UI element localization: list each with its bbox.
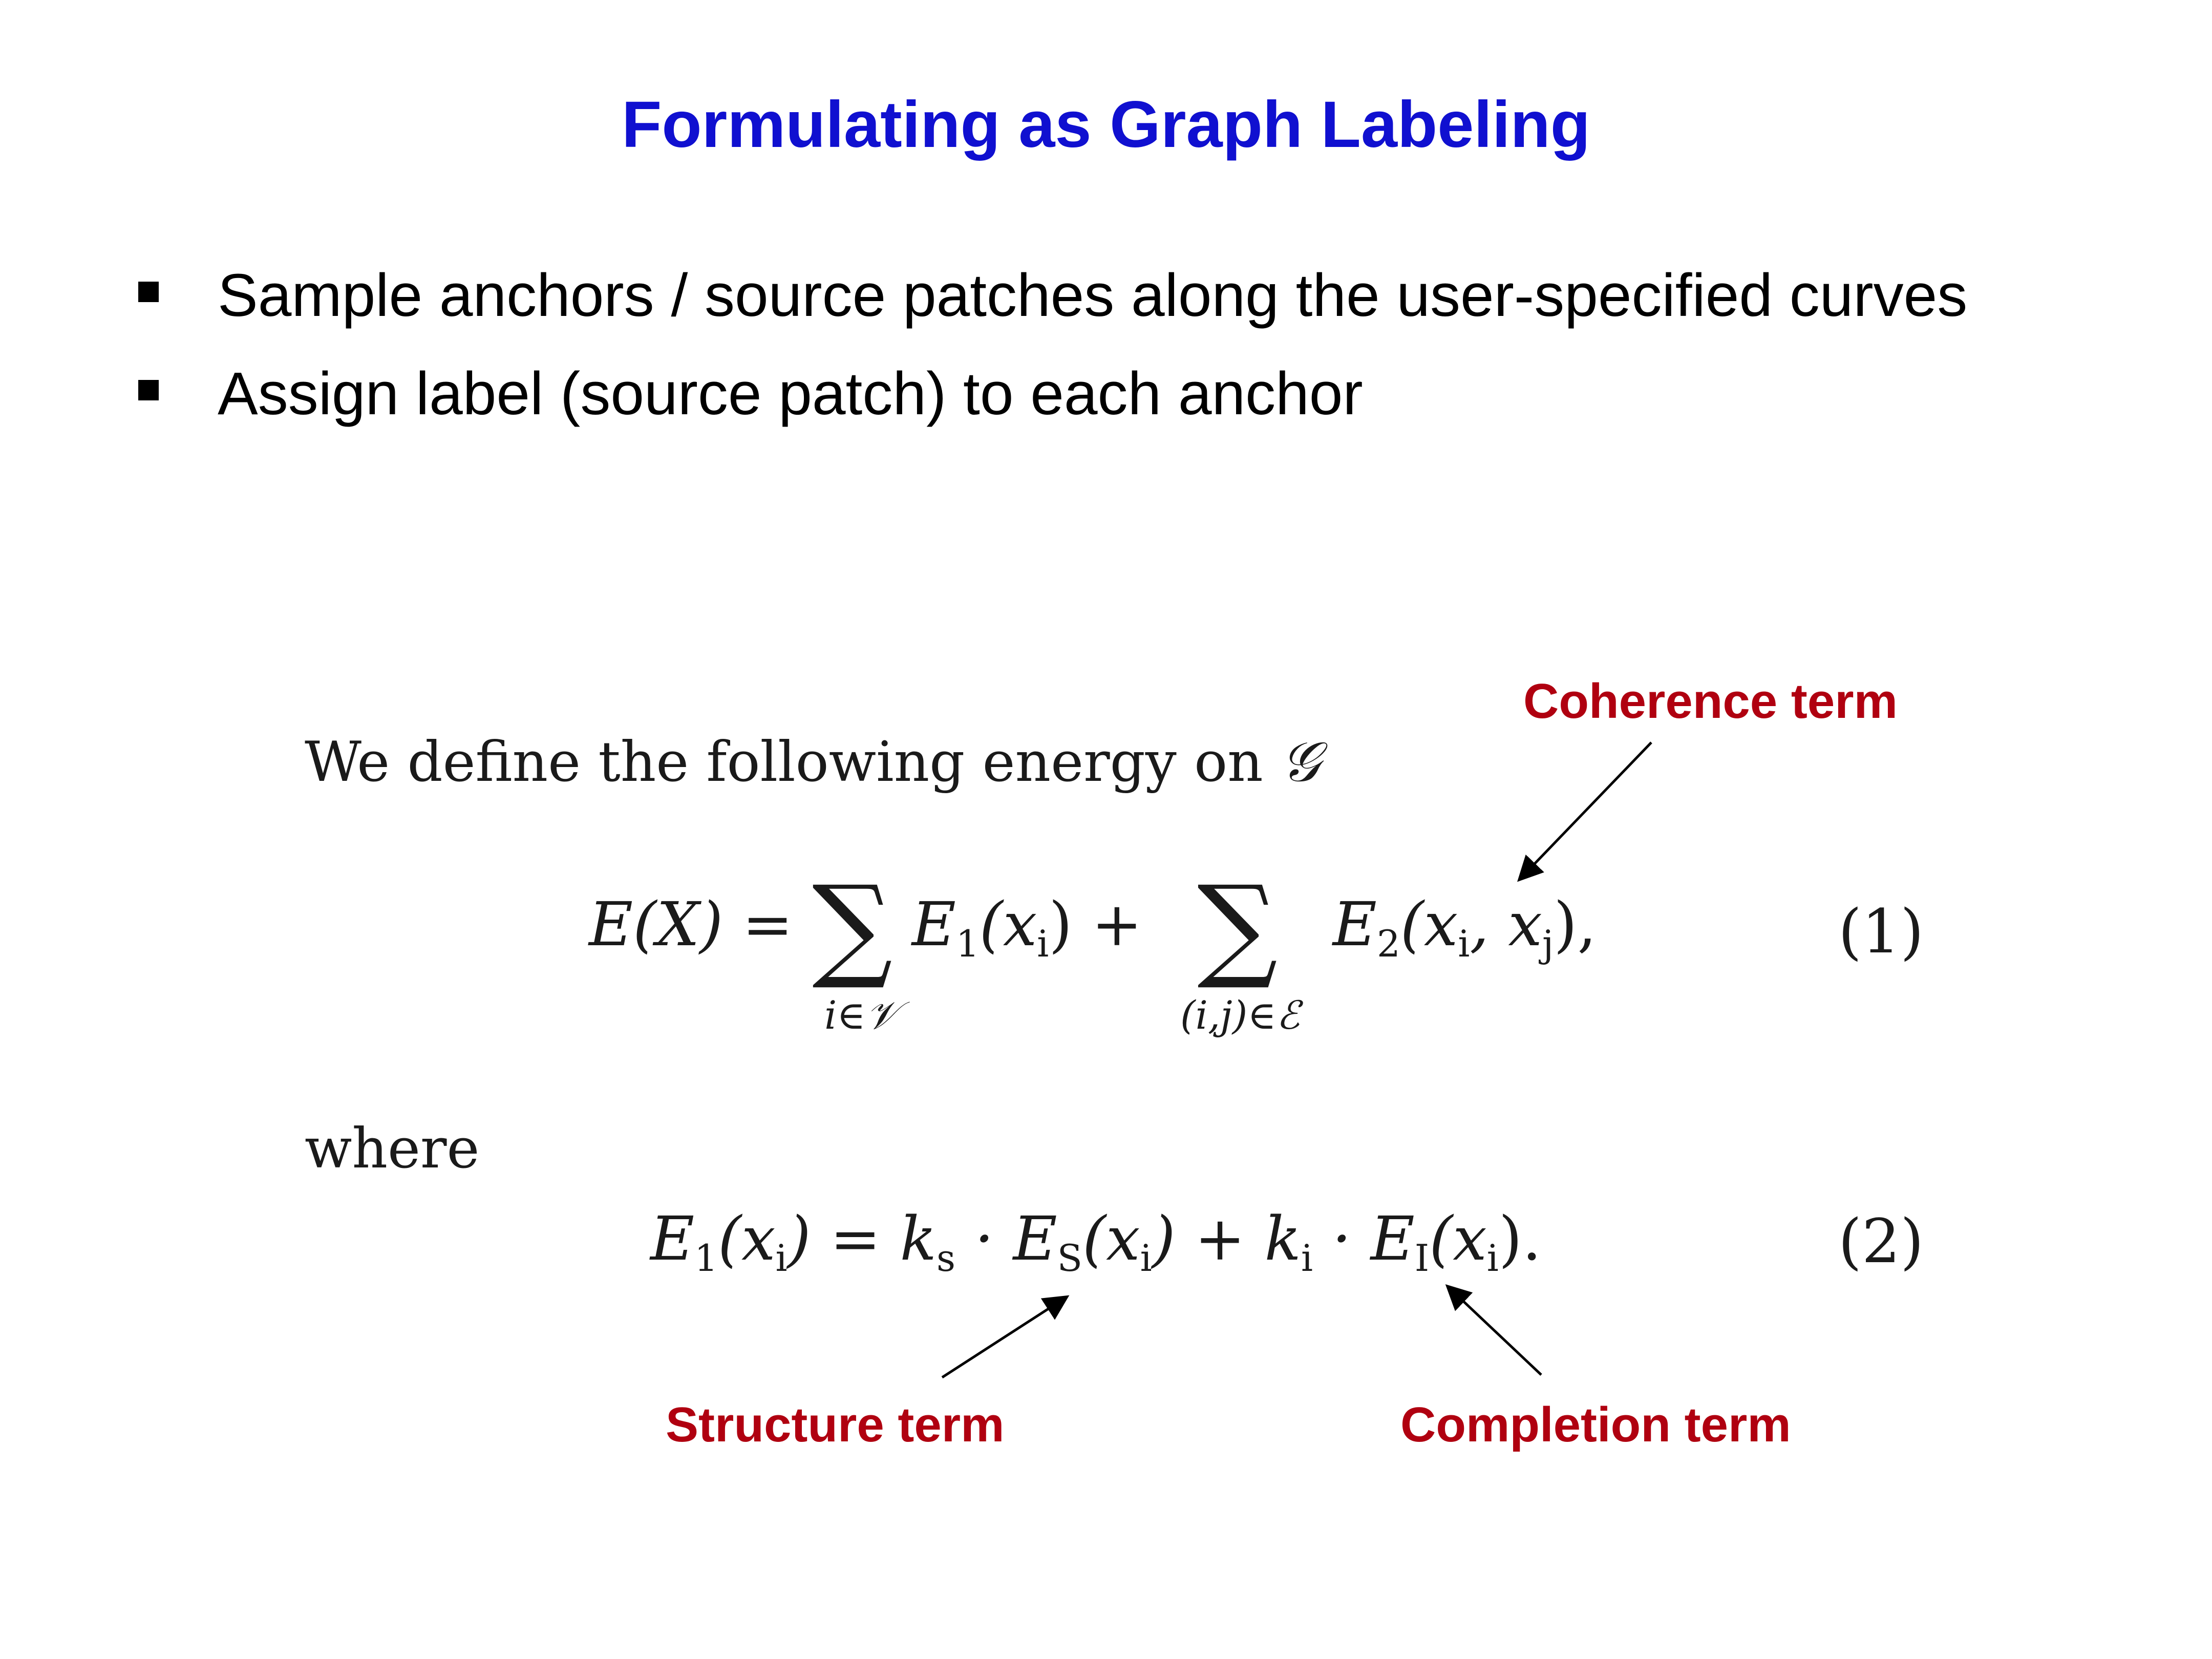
eq2-x1: (x [717,1203,776,1274]
bullet-list: Sample anchors / source patches along th… [138,256,2125,453]
sum1-subscript: i∈𝒱 [824,992,898,1038]
sum-symbol-1: ∑ [812,861,893,992]
eq2-end: ). [1498,1203,1542,1274]
eq2-dot-es: · E [955,1203,1057,1274]
square-bullet-icon [138,379,159,400]
eq1-term2-close: ), [1554,889,1597,960]
eq2-e1-sub: 1 [694,1237,718,1280]
bullet-item: Assign label (source patch) to each anch… [138,354,2125,434]
eq1-term1-arg-sub: i [1037,922,1049,965]
graph-symbol: 𝒢 [1281,730,1320,794]
eq2-es-sub: S [1057,1237,1082,1280]
eq2-x2-sub: i [1140,1237,1152,1280]
eq2-ki-sub: i [1301,1237,1313,1280]
eq2-eq-ks: ) = k [787,1203,937,1274]
eq1-term2: E [1332,889,1377,960]
eq2-x3-sub: i [1486,1237,1499,1280]
eq1-term2-sep: , x [1470,889,1542,960]
eq1-term2-sub: 2 [1376,922,1400,965]
structure-term-label: Structure term [666,1397,1005,1452]
eq1-term1: E [911,889,956,960]
eq1-lhs: E(X) = [589,889,793,960]
eq2-x3: (x [1429,1203,1487,1274]
completion-arrow [1445,1284,1542,1376]
eq1-term1-close: ) + [1049,889,1142,960]
eq2-plus-ki: ) + k [1152,1203,1302,1274]
equation-2-number: (2) [1838,1206,1924,1277]
eq2-ei-sub: I [1414,1237,1430,1280]
equation-2: E1(xi) = ks · ES(xi) + ki · EI(xi). [650,1208,1541,1277]
bullet-item: Sample anchors / source patches along th… [138,256,2125,336]
where-text: where [305,1117,480,1181]
eq1-term1-arg: (x [979,889,1037,960]
eq2-x1-sub: i [775,1237,788,1280]
structure-arrow [941,1295,1070,1379]
coherence-arrow [1517,741,1652,882]
completion-term-label: Completion term [1400,1397,1791,1452]
bullet-text: Sample anchors / source patches along th… [218,262,1968,329]
eq1-term2-arg-sub1: i [1458,922,1470,965]
energy-intro-text: We define the following energy on [305,730,1263,794]
eq2-x2: (x [1082,1203,1140,1274]
eq1-term2-arg-sub2: j [1542,922,1554,965]
energy-intro: We define the following energy on 𝒢 [305,735,1320,790]
equation-1: E(X) = ∑ E1(xi) + ∑ E2(xi, xj), [589,870,1597,983]
sum-symbol-2: ∑ [1197,861,1278,992]
slide-title: Formulating as Graph Labeling [622,88,1590,161]
square-bullet-icon [138,282,159,302]
eq2-e1: E [650,1203,695,1274]
eq1-term2-arg: (x [1400,889,1458,960]
eq2-dot-ei: · E [1313,1203,1415,1274]
coherence-term-label: Coherence term [1523,674,1898,729]
eq2-ks-sub: s [937,1237,955,1280]
sum2-subscript: (i,j)∈ℰ [1180,992,1300,1038]
eq1-term1-sub: 1 [955,922,980,965]
bullet-text: Assign label (source patch) to each anch… [218,359,1363,428]
equation-1-number: (1) [1838,896,1924,967]
